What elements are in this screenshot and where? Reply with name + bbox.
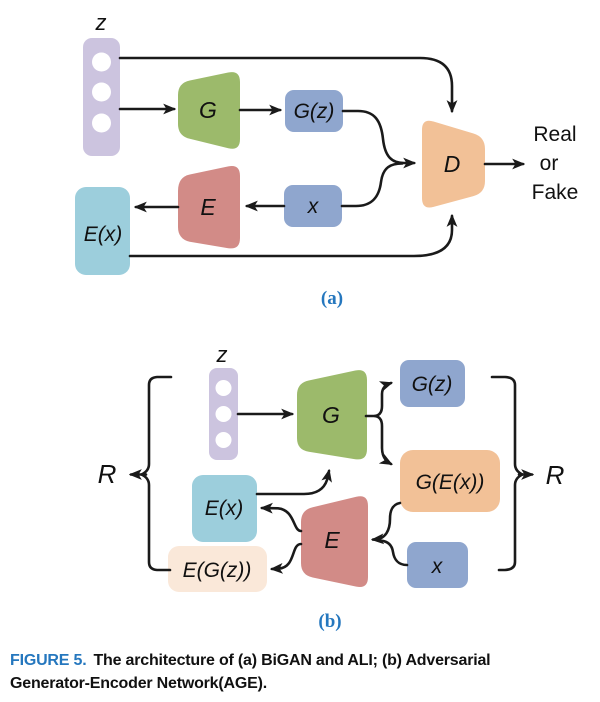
encoder-label-b: E xyxy=(324,527,340,553)
egz-box-b xyxy=(168,546,267,592)
output-or: or xyxy=(540,152,559,175)
arrow-ex-to-generator-b xyxy=(255,468,332,496)
z-label-a: z xyxy=(95,10,107,35)
caption-line1: The architecture of (a) BiGAN and ALI; (… xyxy=(93,652,491,669)
r-right-label: R xyxy=(546,460,565,490)
gz-box-a xyxy=(285,90,343,132)
gex-label-b: G(E(x)) xyxy=(416,471,485,494)
generator-label-a: G xyxy=(199,97,217,123)
figure-number: FIGURE 5. xyxy=(10,652,87,669)
arrow-gz-to-d xyxy=(341,109,417,169)
encoder-shape-b xyxy=(301,496,368,587)
x-label-a: x xyxy=(307,195,320,218)
curve-x-to-encoder-b xyxy=(375,539,409,567)
diagram-b-age: z G E E(x) E(G(z)) G(z) G(E(x)) x xyxy=(98,342,565,632)
encoder-shape-a xyxy=(178,166,240,249)
ex-box-a xyxy=(75,187,130,275)
gz-box-b xyxy=(400,360,465,407)
arrow-encoder-to-ex-b xyxy=(259,502,303,533)
diagram-a-bigan-ali: z G G(z) x E E(x) D Real xyxy=(75,10,579,309)
z-node-dot xyxy=(92,113,111,133)
r-left-label: R xyxy=(98,459,117,489)
output-fake: Fake xyxy=(532,181,579,204)
arrow-ex-to-d xyxy=(128,213,458,258)
egz-label-b: E(G(z)) xyxy=(183,559,252,582)
z-label-b: z xyxy=(216,342,228,367)
ex-label-b: E(x) xyxy=(205,497,244,520)
ex-label-a: E(x) xyxy=(84,223,123,246)
discriminator-shape-a xyxy=(422,120,485,208)
curve-x-to-d xyxy=(340,162,404,208)
arrow-generator-to-gz-b xyxy=(373,381,394,418)
ex-box-b xyxy=(192,475,257,542)
x-box-b xyxy=(407,542,468,588)
arrow-gex-to-encoder-b xyxy=(370,501,402,545)
output-real: Real xyxy=(533,123,576,146)
arrow-generator-to-gex-b xyxy=(373,414,393,466)
z-node-dot xyxy=(215,432,232,448)
gz-label-b: G(z) xyxy=(412,373,453,396)
sublabel-a: (a) xyxy=(321,288,343,309)
z-node-dot xyxy=(215,380,232,396)
z-node-dot xyxy=(92,52,111,72)
x-label-b: x xyxy=(431,555,444,578)
arrow-encoder-to-egz-b xyxy=(269,542,303,574)
generator-label-b: G xyxy=(322,402,340,428)
z-node-dot xyxy=(215,406,232,422)
generator-shape-a xyxy=(178,72,240,149)
arrow-z-to-d xyxy=(118,56,458,114)
encoder-label-a: E xyxy=(200,194,216,220)
sublabel-b: (b) xyxy=(318,611,341,632)
gex-box-b xyxy=(400,450,500,512)
z-node-dot xyxy=(92,82,111,102)
caption-line2: Generator-Encoder Network(AGE). xyxy=(10,675,267,692)
figure-caption: FIGURE 5. The architecture of (a) BiGAN a… xyxy=(10,649,592,695)
x-box-a xyxy=(284,185,342,227)
gz-label-a: G(z) xyxy=(294,100,335,123)
generator-shape-b xyxy=(297,370,367,460)
discriminator-label-a: D xyxy=(444,151,461,177)
